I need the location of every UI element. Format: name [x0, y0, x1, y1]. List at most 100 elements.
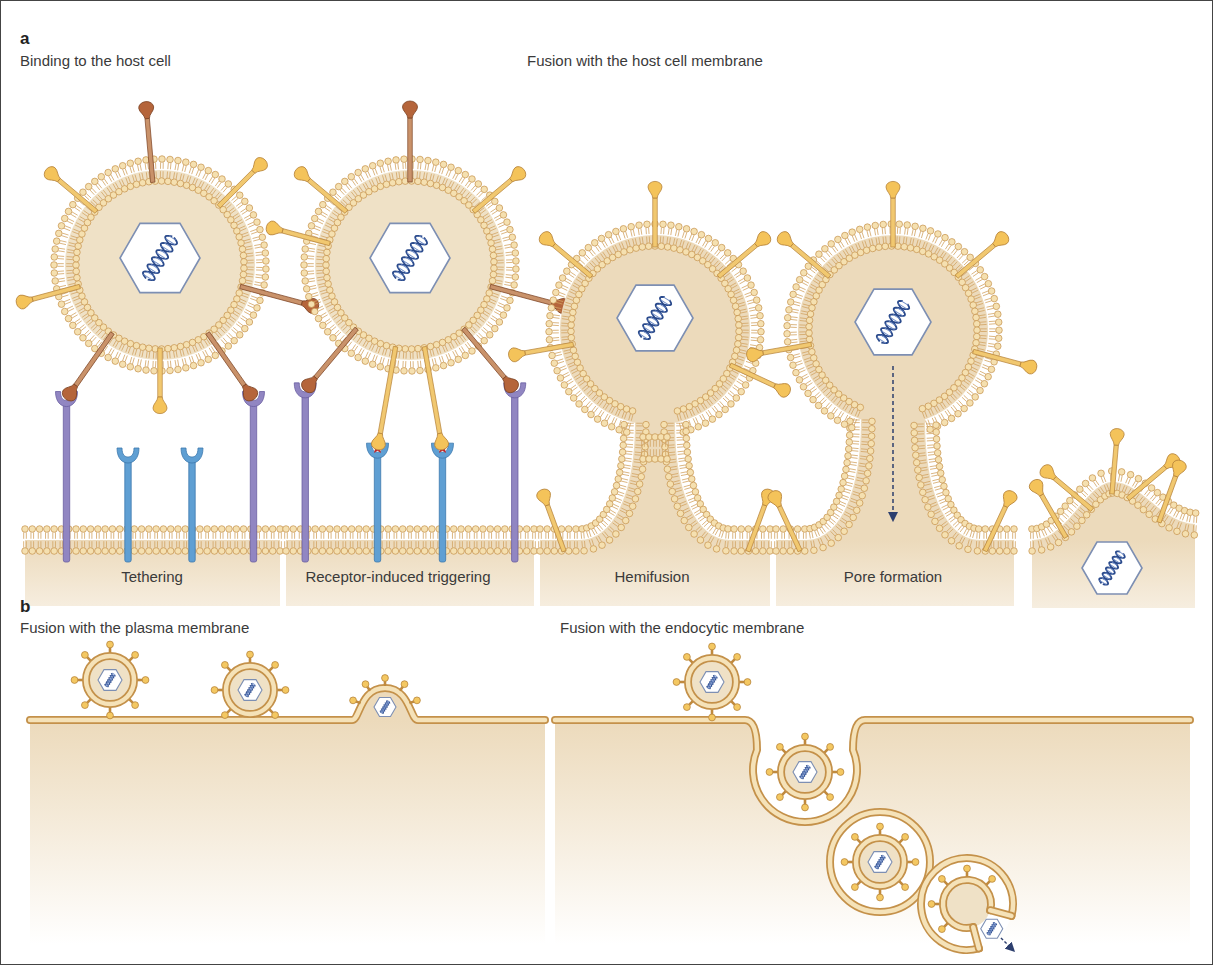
- lipid-tail: [633, 469, 639, 470]
- dna-rung: [160, 250, 167, 254]
- lipid-tail: [229, 318, 234, 322]
- lipid-tail: [451, 182, 454, 188]
- lipid-tail: [570, 532, 571, 539]
- lipid-tail: [482, 329, 487, 333]
- dna-strand: [391, 233, 429, 282]
- lipid-tail: [570, 272, 575, 276]
- attachment-receptor: [504, 383, 526, 562]
- entry-receptor: [431, 442, 453, 562]
- lipid-tail: [751, 340, 757, 342]
- attachment-receptor: [242, 392, 264, 562]
- lipid-tail: [328, 532, 329, 539]
- lipid-tail: [560, 366, 566, 368]
- lipid-tail: [389, 541, 390, 548]
- lipid-tail: [345, 532, 346, 539]
- lipid-tail: [386, 532, 387, 539]
- lipid-head: [334, 526, 341, 533]
- lipid-tail: [217, 194, 221, 199]
- lipid-head: [500, 212, 507, 219]
- lipid-tail: [505, 277, 511, 279]
- lipid-tail: [483, 313, 488, 316]
- lipid-tail: [577, 532, 578, 539]
- lipid-tail: [492, 211, 497, 214]
- lipid-tail: [203, 351, 206, 357]
- lipid-tail: [433, 349, 435, 355]
- lipid-tail: [386, 541, 387, 548]
- lipid-tail: [84, 316, 89, 320]
- lipid-tail: [236, 307, 242, 310]
- lipid-tail: [169, 352, 171, 358]
- lipid-tail: [561, 323, 567, 324]
- lipid-tail: [682, 232, 684, 238]
- lipid-tail: [618, 492, 624, 494]
- lipid-tail: [196, 170, 199, 176]
- lipid-tail: [148, 352, 150, 358]
- lipid-tail: [163, 162, 164, 168]
- lipid-head: [277, 548, 284, 555]
- lipid-tail: [490, 299, 496, 302]
- lipid-tail: [667, 425, 673, 426]
- lipid-tail: [495, 242, 501, 244]
- lipid-tail: [368, 171, 371, 177]
- lipid-tail: [274, 532, 275, 539]
- lipid-tail: [493, 293, 499, 295]
- lipid-head: [197, 526, 204, 533]
- lipid-head: [401, 156, 408, 163]
- lipid-tail: [345, 541, 346, 548]
- lipid-tail: [45, 532, 46, 539]
- lipid-tail: [139, 173, 140, 179]
- lipid-tail: [489, 302, 495, 305]
- lipid-tail: [742, 339, 748, 341]
- lipid-tail: [360, 541, 361, 548]
- lipid-head: [263, 266, 270, 273]
- lipid-head: [73, 255, 80, 262]
- lipid-head: [261, 282, 268, 289]
- lipid-tail: [365, 183, 368, 189]
- lipid-tail: [491, 541, 492, 548]
- lipid-tail: [488, 532, 489, 539]
- lipid-tail: [102, 180, 106, 185]
- lipid-head: [231, 337, 238, 344]
- lipid-tail: [341, 324, 346, 328]
- lipid-tail: [484, 311, 489, 314]
- lipid-tail: [741, 312, 747, 313]
- lipid-tail: [343, 541, 344, 548]
- lipid-tail: [75, 302, 81, 305]
- lipid-tail: [199, 181, 202, 187]
- lipid-tail: [736, 362, 742, 364]
- lipid-tail: [481, 541, 482, 548]
- lipid-tail: [570, 541, 571, 548]
- lipid-head: [355, 354, 362, 361]
- lipid-tail: [745, 295, 751, 297]
- protein-head: [403, 101, 418, 118]
- lipid-tail: [408, 532, 409, 539]
- lipid-tail: [310, 285, 316, 286]
- lipid-head: [135, 365, 142, 372]
- lipid-tail: [238, 305, 244, 308]
- lipid-tail: [408, 541, 409, 548]
- fusion-glycoprotein: [153, 348, 167, 414]
- lipid-tail: [494, 312, 500, 315]
- lipid-bilayer: [22, 526, 284, 555]
- lipid-tail: [253, 239, 259, 241]
- lipid-head: [190, 161, 197, 168]
- lipid-tail: [401, 532, 402, 539]
- lipid-tail: [62, 295, 68, 297]
- lipid-tail: [230, 541, 231, 548]
- lipid-tail: [378, 347, 380, 353]
- lipid-tail: [678, 230, 679, 236]
- lipid-tail: [723, 398, 728, 403]
- lipid-tail: [220, 328, 225, 333]
- protein-stalk: [314, 327, 359, 379]
- lipid-tail: [376, 178, 378, 184]
- lipid-tail: [382, 175, 384, 181]
- lipid-tail: [291, 541, 292, 548]
- lipid-tails: [539, 227, 772, 547]
- lipid-tail: [457, 186, 460, 192]
- lipid-tail: [246, 280, 252, 281]
- lipid-tail: [742, 325, 748, 326]
- tethering-protein: [60, 329, 119, 404]
- lipid-tail: [88, 321, 93, 325]
- lipid-tail: [242, 316, 247, 319]
- lipid-tail: [256, 259, 262, 260]
